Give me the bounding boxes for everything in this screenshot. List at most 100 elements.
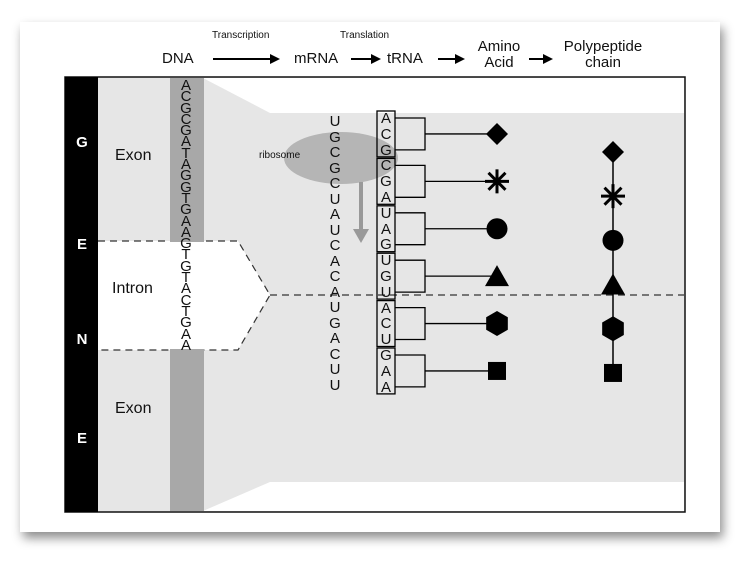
trna-box bbox=[376, 205, 396, 253]
chain-triangle-icon bbox=[601, 273, 625, 295]
mrna-base: C bbox=[329, 268, 341, 285]
trna-base: G bbox=[380, 267, 392, 285]
chain-asterisk-icon bbox=[601, 184, 625, 209]
diagram-paper: DNA Transcription mRNA Translation tRNA … bbox=[20, 22, 720, 532]
mrna-base: A bbox=[329, 252, 340, 270]
trna-base: A bbox=[380, 188, 391, 206]
mrna-base: C bbox=[329, 175, 341, 192]
protein-synthesis-diagram bbox=[64, 54, 686, 513]
trna-base: U bbox=[380, 204, 392, 222]
diamond-icon bbox=[486, 122, 508, 145]
trna-base: G bbox=[380, 346, 392, 364]
trna-base: U bbox=[380, 283, 392, 301]
mrna-base: U bbox=[329, 221, 341, 239]
dna-base: A bbox=[180, 325, 191, 343]
dna-base: C bbox=[180, 88, 192, 106]
trna-box bbox=[376, 347, 396, 395]
trna-base: C bbox=[380, 157, 392, 175]
trna-base: U bbox=[380, 331, 392, 349]
lower-white-area bbox=[203, 482, 684, 511]
chain-hexagon-icon bbox=[602, 316, 624, 342]
triangle-icon bbox=[485, 265, 509, 287]
trna-box bbox=[376, 252, 396, 300]
dna-base: T bbox=[181, 246, 191, 264]
asterisk-icon bbox=[485, 169, 509, 194]
circle-icon bbox=[486, 218, 508, 240]
transcription-label: Transcription bbox=[212, 30, 270, 41]
trna-base: A bbox=[380, 362, 391, 380]
trna-box bbox=[376, 110, 396, 158]
mrna-base: C bbox=[329, 345, 341, 363]
dna-base: G bbox=[180, 235, 192, 253]
trna-header: tRNA bbox=[387, 50, 423, 67]
translation-label: Translation bbox=[340, 30, 390, 41]
gene-letter-n: N bbox=[76, 331, 88, 348]
dna-base: A bbox=[180, 212, 191, 230]
trna-base: C bbox=[380, 315, 392, 333]
dna-base: A bbox=[180, 77, 191, 94]
intron-label: Intron bbox=[112, 280, 153, 297]
amino-line-1: Amino bbox=[477, 38, 521, 55]
trna-base: G bbox=[380, 236, 392, 254]
mrna-base: A bbox=[329, 283, 340, 301]
chain-diamond-icon bbox=[602, 140, 624, 163]
square-icon bbox=[488, 361, 506, 380]
trna-box bbox=[376, 299, 396, 348]
trna-box bbox=[376, 157, 396, 205]
polypeptide-chain-layer bbox=[601, 140, 625, 382]
ribosome-shape bbox=[284, 132, 398, 184]
upper-white-area bbox=[203, 78, 684, 113]
mrna-base: A bbox=[329, 206, 340, 223]
dna-base: G bbox=[180, 178, 192, 196]
trna-base: A bbox=[380, 378, 391, 396]
exon-bottom-dna-band bbox=[170, 349, 204, 511]
dna-base: A bbox=[180, 280, 191, 298]
asterisk-stroke bbox=[603, 186, 623, 206]
mrna-base: U bbox=[329, 190, 341, 208]
dna-base: G bbox=[180, 122, 192, 140]
dna-base: G bbox=[180, 167, 192, 185]
gene-letter-g: G bbox=[76, 134, 88, 151]
dna-base: T bbox=[181, 269, 191, 287]
dna-header: DNA bbox=[162, 50, 194, 67]
header-arrows bbox=[213, 54, 553, 64]
mrna-base: U bbox=[329, 361, 341, 378]
exon-bottom-label: Exon bbox=[115, 400, 152, 417]
dna-base: T bbox=[181, 302, 191, 320]
mrna-base: U bbox=[329, 299, 341, 316]
mrna-base: G bbox=[329, 314, 341, 332]
gene-letter-e1: E bbox=[76, 236, 87, 253]
chain-square-icon bbox=[604, 363, 622, 382]
ribosome-arrow-head bbox=[353, 229, 369, 243]
trna-base: C bbox=[380, 125, 392, 143]
amino-acid-layer bbox=[425, 122, 509, 380]
trna-base: G bbox=[380, 173, 392, 191]
trna-base: G bbox=[380, 141, 392, 159]
mrna-base: U bbox=[329, 376, 341, 394]
amino-line-2: Acid bbox=[484, 54, 514, 71]
exon-top-dna-band bbox=[170, 78, 204, 242]
mrna-base: A bbox=[329, 330, 340, 347]
dna-base: A bbox=[180, 133, 191, 151]
chain-circle-icon bbox=[602, 229, 624, 251]
dna-base: A bbox=[180, 223, 191, 241]
mrna-base: U bbox=[329, 113, 341, 130]
gene-bar bbox=[65, 77, 98, 512]
intron-region bbox=[98, 241, 270, 350]
dna-base: A bbox=[180, 156, 191, 174]
hexagon-icon bbox=[486, 311, 508, 337]
asterisk-stroke bbox=[487, 171, 507, 191]
trna-base: A bbox=[380, 299, 391, 317]
trna-base: U bbox=[380, 252, 392, 270]
mrna-base: G bbox=[329, 128, 341, 146]
dna-base: G bbox=[180, 201, 192, 219]
mrna-base: C bbox=[329, 237, 341, 254]
dna-base: C bbox=[180, 291, 192, 309]
polypeptide-header: Polypeptide chain bbox=[558, 39, 648, 71]
dna-base: C bbox=[180, 110, 192, 128]
ribosome-label: ribosome bbox=[259, 150, 301, 161]
dna-base: G bbox=[180, 257, 192, 275]
